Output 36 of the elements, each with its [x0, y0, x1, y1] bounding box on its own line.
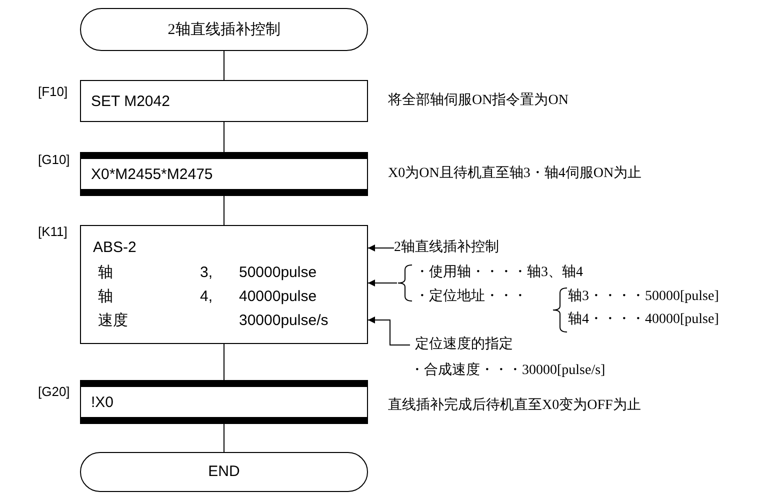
comment-text: X0为ON且待机直至轴3・轴4伺服ON为止 — [388, 165, 642, 183]
command-text: ABS-2 — [93, 239, 136, 257]
annotation-text: 轴3・・・・50000[pulse] — [568, 288, 719, 306]
annotation-text: 轴4・・・・40000[pulse] — [568, 311, 719, 329]
annotation-text: ・定位地址・・・ — [415, 288, 527, 306]
leader-line — [368, 244, 394, 252]
terminal-label: END — [207, 463, 241, 481]
annotation-text: 2轴直线插补控制 — [394, 239, 499, 257]
leader-line — [368, 280, 398, 286]
parameter-text: 3, — [200, 264, 213, 282]
wait-condition-box — [80, 380, 368, 424]
step-number: [F10] — [38, 83, 68, 101]
parameter-text: 4, — [200, 288, 213, 306]
comment-text: 直线插补完成后待机直至X0变为OFF为止 — [388, 397, 641, 415]
parameter-text: 轴 — [98, 288, 113, 306]
process-box — [80, 80, 368, 122]
parameter-text: 轴 — [98, 264, 113, 282]
leader-line — [368, 316, 410, 346]
terminal-box — [80, 8, 368, 51]
terminal-box — [80, 452, 368, 492]
terminal-label: 2轴直线插补控制 — [166, 20, 282, 38]
parameter-text: 30000pulse/s — [239, 312, 328, 330]
wait-condition-box — [80, 152, 368, 196]
parameter-text: 速度 — [98, 312, 128, 330]
step-number: [G20] — [38, 383, 70, 401]
step-number: [G10] — [38, 151, 70, 169]
annotation-text: 定位速度的指定 — [415, 336, 513, 354]
step-number: [K11] — [38, 223, 68, 241]
parameter-text: 40000pulse — [239, 288, 317, 306]
annotation-text: ・使用轴・・・・轴3、轴4 — [415, 264, 583, 282]
step-text: SET M2042 — [91, 93, 170, 111]
parameter-text: 50000pulse — [239, 264, 317, 282]
condition-text: X0*M2455*M2475 — [91, 166, 213, 184]
comment-text: 将全部轴伺服ON指令置为ON — [388, 92, 568, 110]
condition-text: !X0 — [91, 394, 114, 412]
process-box — [80, 225, 368, 344]
